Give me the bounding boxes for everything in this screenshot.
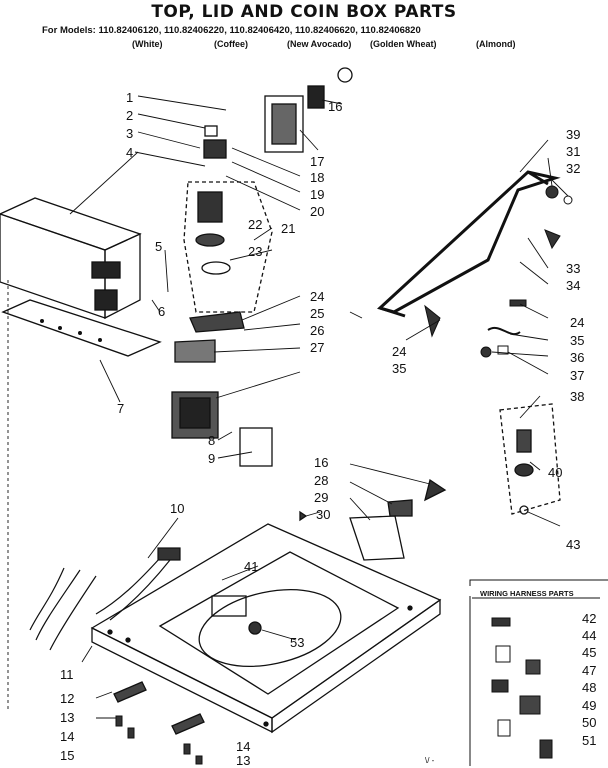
switch-bracket-parts [299,478,447,561]
part-label: 42 [582,611,597,626]
part-label: 44 [582,628,597,643]
part-label: 31 [566,144,581,159]
part-label: 4 [126,145,134,160]
bracket-14 [171,713,205,735]
part-label: 50 [582,715,597,730]
part-label: 7 [117,401,125,416]
part-label: 17 [310,154,325,169]
coin-box-housing [0,197,142,320]
part-label: 5 [155,239,163,254]
mounting-plate [1,299,162,357]
part-label: 16 [314,455,329,470]
part-label: 30 [316,507,331,522]
part-label: 36 [570,350,585,365]
part-label: 49 [582,698,597,713]
lid-hardware [424,185,573,358]
part-label: 18 [310,170,325,185]
part-label: 16 [328,99,343,114]
part-label: 11 [60,667,74,682]
part-label: 27 [310,340,325,355]
part-label: 20 [310,204,325,219]
part-label: 40 [548,465,563,480]
leader-lines [7,95,569,719]
part-label: 15 [60,748,75,763]
washer-top [90,523,442,734]
part-label: 32 [566,161,581,176]
part-label: 24 [392,344,407,359]
part-label: 47 [582,663,597,678]
part-label: 29 [314,490,329,505]
part-label: 24 [310,289,325,304]
part-label: 38 [570,389,585,404]
lid-frame [377,170,561,318]
part-label: 53 [290,635,305,650]
part-label: 41 [244,559,259,574]
bracket-12 [113,681,147,703]
part-label: 13 [60,710,75,725]
model-color-coffee: (Coffee) [214,39,248,49]
coin-meter-parts [195,67,353,275]
part-label: 21 [281,221,296,236]
lid-switch-group [499,403,561,515]
part-label: 13 [236,753,251,768]
part-label: 24 [570,315,585,330]
wiring-harness-parts-box [469,579,608,766]
part-label: 8 [208,433,216,448]
part-label: 2 [126,108,134,123]
part-label: 45 [582,645,597,660]
part-label: 35 [392,361,407,376]
part-label: 14 [236,739,251,754]
coin-box-assembly-group [183,181,273,313]
part-label: 28 [314,473,329,488]
part-label: 10 [170,501,185,516]
part-label: 6 [158,304,166,319]
part-label: 9 [208,451,216,466]
wiring-harness [29,547,181,651]
part-label: 22 [248,217,263,232]
model-color-avocado: (New Avocado) [287,39,352,49]
part-label: 26 [310,323,325,338]
part-label: 34 [566,278,581,293]
coin-slide-parts [171,311,273,467]
part-label: 33 [566,261,581,276]
wiring-harness-parts-title: WIRING HARNESS PARTS [480,589,574,598]
part-label: 25 [310,306,325,321]
model-color-almond: (Almond) [476,39,516,49]
part-label: 39 [566,127,581,142]
part-label: 1 [126,90,134,105]
part-label: 37 [570,368,585,383]
page-title: TOP, LID AND COIN BOX PARTS [151,2,457,22]
model-color-wheat: (Golden Wheat) [370,39,437,49]
model-color-white: (White) [132,39,163,49]
part-label: 48 [582,680,597,695]
part-label: 14 [60,729,75,744]
part-label: 23 [248,244,263,259]
part-label: 12 [60,691,75,706]
part-label: 19 [310,187,325,202]
part-label: 35 [570,333,585,348]
models-line: For Models: 110.82406120, 110.82406220, … [42,25,421,36]
part-label: 3 [126,126,134,141]
part-label: 43 [566,537,581,552]
part-label: 51 [582,733,597,748]
footer-mark: \/ - [425,756,435,765]
